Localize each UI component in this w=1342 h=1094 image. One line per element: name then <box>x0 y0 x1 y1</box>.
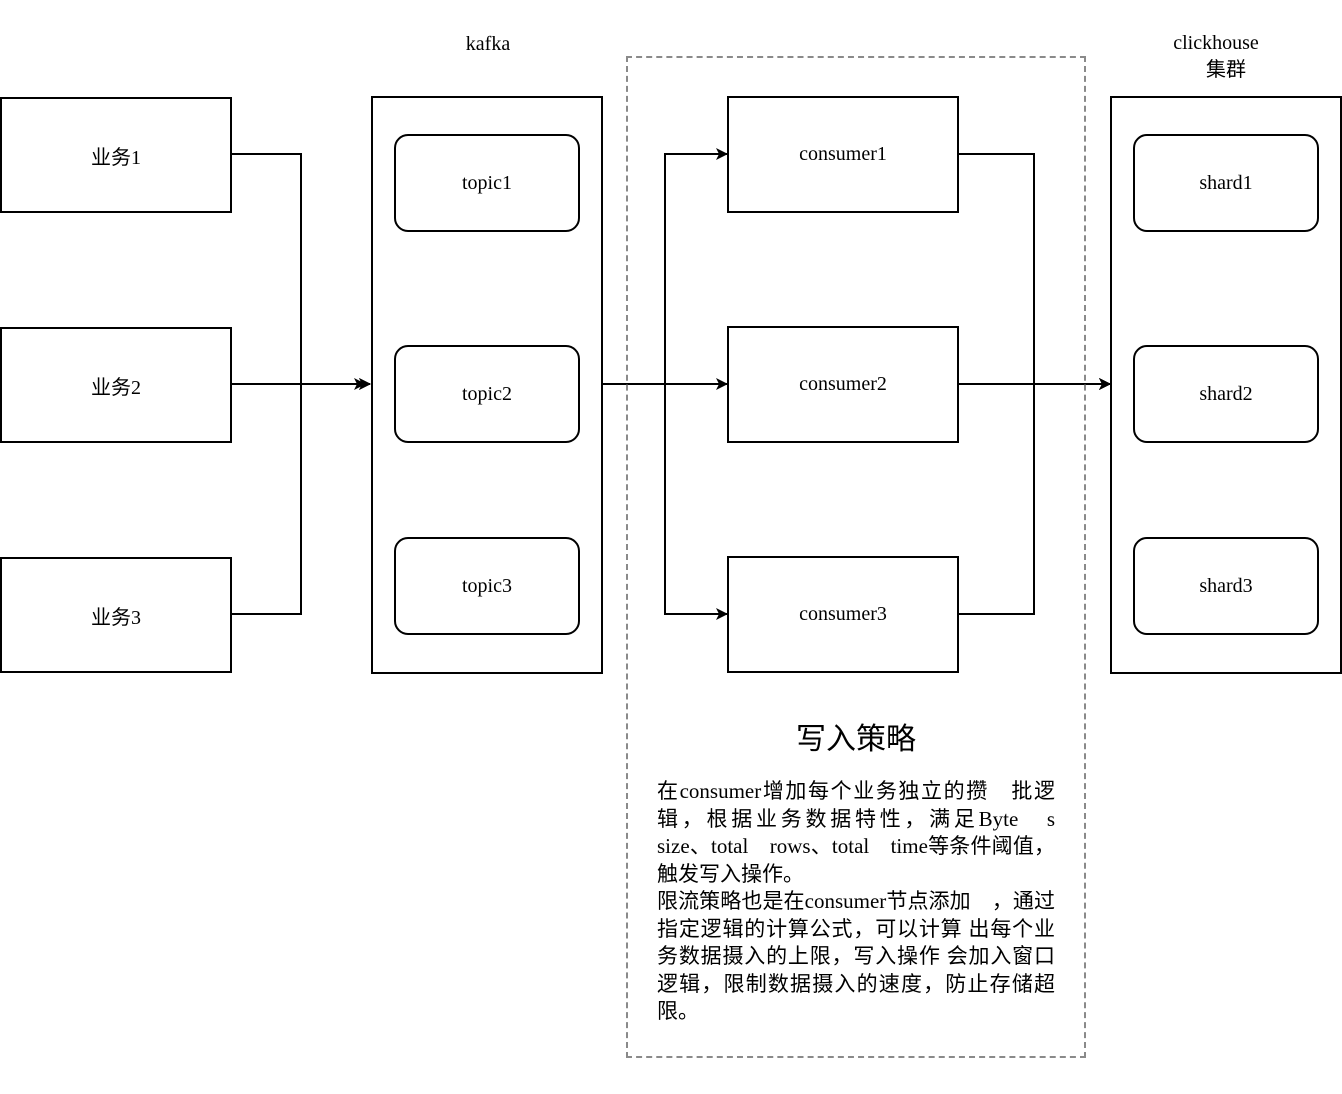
edge-business1-kafka <box>231 153 371 390</box>
kafka-topic-2[interactable]: topic2 <box>394 345 580 443</box>
kafka-topic-1[interactable]: topic1 <box>394 134 580 232</box>
shard-label-2: shard2 <box>1199 382 1253 405</box>
strategy-paragraph-rate-limit: 限流策略也是在consumer节点添加 ，通过指定逻辑的计算公式，可以计算 出每… <box>657 889 1055 1023</box>
clickhouse-shard-3[interactable]: shard3 <box>1133 537 1319 635</box>
business-label-3: 业务3 <box>91 606 141 629</box>
kafka-topic-3[interactable]: topic3 <box>394 537 580 635</box>
topic-label-2: topic2 <box>462 382 512 405</box>
strategy-description: 在consumer增加每个业务独立的攒 批逻辑，根据业务数据特性，满足Byte … <box>657 778 1055 1026</box>
business-label-2: 业务2 <box>91 376 141 399</box>
edge-business3-kafka <box>231 378 366 615</box>
business-label-1: 业务1 <box>91 146 141 169</box>
clickhouse-shard-2[interactable]: shard2 <box>1133 345 1319 443</box>
strategy-title: 写入策略 <box>796 723 916 756</box>
business-node-2[interactable]: 业务2 <box>0 327 232 443</box>
consumer-node-1[interactable]: consumer1 <box>727 96 959 213</box>
business-node-3[interactable]: 业务3 <box>0 557 232 673</box>
consumer-label-1: consumer1 <box>799 143 887 165</box>
shard-label-1: shard1 <box>1199 171 1253 194</box>
kafka-title: kafka <box>465 33 511 55</box>
consumer-label-2: consumer2 <box>799 373 887 395</box>
clickhouse-title: clickhouse 集群 <box>1110 30 1322 84</box>
topic-label-1: topic1 <box>462 171 512 194</box>
edge-consumer3-clickhouse <box>958 378 1111 615</box>
edge-kafka-consumer3 <box>602 383 728 620</box>
topic-label-3: topic3 <box>462 574 512 597</box>
consumer-node-2[interactable]: consumer2 <box>727 326 959 443</box>
shard-label-3: shard3 <box>1199 574 1253 597</box>
consumer-label-3: consumer3 <box>799 603 887 625</box>
clickhouse-title-line2: 集群 <box>1206 59 1246 81</box>
strategy-paragraph-batching: 在consumer增加每个业务独立的攒 批逻辑，根据业务数据特性，满足Byte … <box>657 779 1055 886</box>
write-strategy-region <box>626 56 1086 1058</box>
business-node-1[interactable]: 业务1 <box>0 97 232 213</box>
clickhouse-title-line1: clickhouse <box>1173 32 1259 54</box>
clickhouse-shard-1[interactable]: shard1 <box>1133 134 1319 232</box>
consumer-node-3[interactable]: consumer3 <box>727 556 959 673</box>
